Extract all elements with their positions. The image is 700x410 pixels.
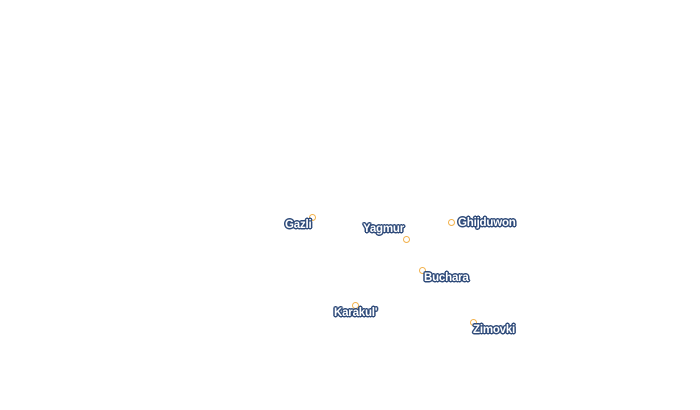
city-marker-icon[interactable] [352, 302, 359, 309]
place-label-yagmur: Yagmur [363, 223, 404, 235]
place-label-ghijduwon: Ghijduwon [458, 217, 516, 229]
city-marker-icon[interactable] [419, 267, 426, 274]
city-marker-icon[interactable] [309, 214, 316, 221]
city-marker-icon[interactable] [403, 236, 410, 243]
place-label-buchara: Buchara [424, 272, 469, 284]
place-label-zimovki: Zimovki [473, 324, 516, 336]
city-marker-icon[interactable] [448, 219, 455, 226]
city-marker-icon[interactable] [470, 319, 477, 326]
place-label-karakul: Karakul' [334, 307, 378, 319]
place-label-gazli: Gazli [285, 219, 312, 231]
